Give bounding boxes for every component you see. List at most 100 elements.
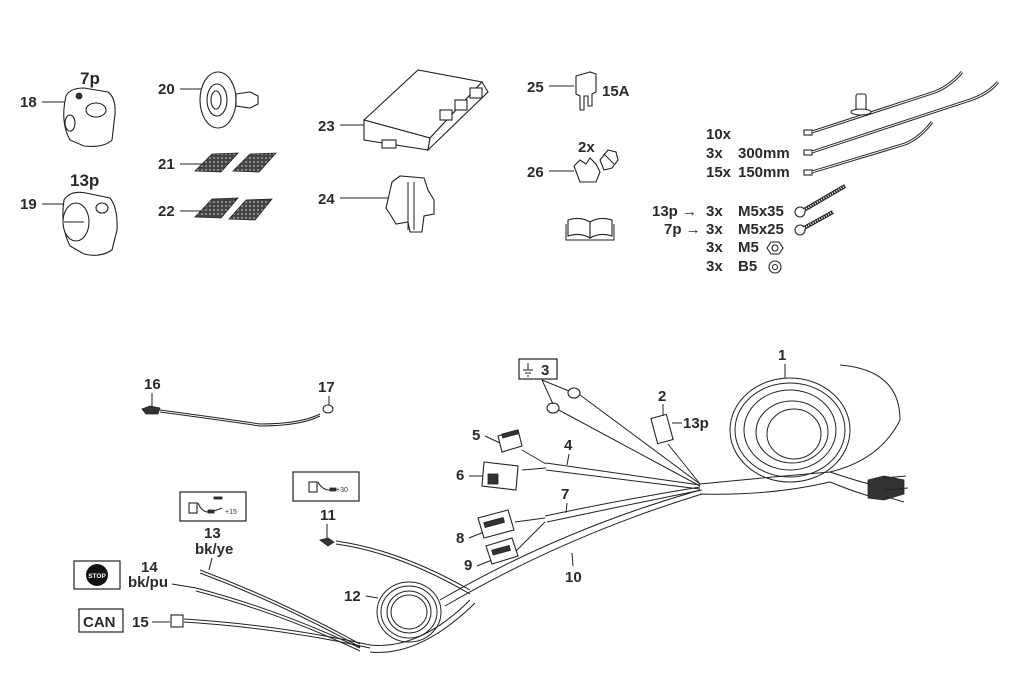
plus30-legend: +30 — [336, 487, 348, 494]
leader-12 — [365, 595, 379, 599]
part-number-22: 22 — [158, 203, 175, 220]
fuse-rating: 15A — [602, 83, 630, 100]
hw-spec: M5 — [738, 239, 759, 256]
leader-14 — [171, 583, 197, 589]
plus30-wire: +30 11 — [292, 471, 471, 595]
fuse: 25 15A — [527, 71, 630, 111]
cable-end-pins — [867, 475, 909, 503]
part-number-23: 23 — [318, 118, 335, 135]
stop-badge-text: STOP — [88, 573, 106, 580]
hw-qty: 3x — [706, 145, 723, 162]
clip-coil-line — [603, 153, 615, 165]
can-badge-text: CAN — [83, 614, 116, 631]
hw-prefix: 7p → — [664, 221, 701, 238]
gasket-center — [210, 90, 222, 110]
part-number-26: 26 — [527, 164, 544, 181]
part-number-13: 13 — [204, 525, 221, 542]
connector-9: 9 — [464, 537, 519, 574]
socket-7p-body — [63, 87, 116, 147]
part-number-11: 11 — [320, 507, 336, 524]
hw-prefix: 13p → — [652, 203, 697, 220]
clips: 2x 26 — [527, 139, 619, 183]
hw-qty: 15x — [706, 164, 732, 181]
socket-7p-lid — [85, 102, 107, 118]
stop-icon — [86, 564, 108, 586]
can-wire: CAN 15 — [78, 599, 476, 653]
connector-8: 8 — [456, 509, 515, 547]
pad-21-a — [194, 152, 239, 173]
hw-spec: 150mm — [738, 164, 790, 181]
key-icon — [213, 496, 223, 500]
part-number-7: 7 — [561, 486, 569, 503]
bracket-body — [385, 175, 435, 233]
part-number-9: 9 — [464, 557, 472, 574]
leader-13 — [208, 557, 213, 571]
can-badge-box — [78, 608, 124, 633]
hw-spec: 300mm — [738, 145, 790, 162]
main-harness: 10 7 4 3 2 1 — [439, 347, 909, 607]
socket-7p: 7p 18 — [20, 69, 116, 147]
nut-icon — [766, 241, 784, 255]
part-number-4: 4 — [564, 437, 573, 454]
part-number-18: 18 — [20, 94, 37, 111]
wire-color-bk-pu: bk/pu — [128, 574, 168, 591]
part-number-15: 15 — [132, 614, 149, 631]
battery-icon — [308, 481, 318, 493]
part-number-5: 5 — [472, 427, 480, 444]
leader-3b — [541, 379, 554, 405]
connector-6: 6 — [456, 461, 519, 491]
hw-qty: 3x — [706, 221, 723, 238]
hardware-row-washer-b5: 3x B5 — [706, 258, 757, 275]
hardware-row-cable-ties-300: 3x 300mm — [706, 145, 790, 162]
pad-21-b — [232, 152, 277, 173]
book-icon — [565, 217, 615, 241]
hardware-row-screw-m5x35: 13p → 3x M5x35 — [652, 203, 784, 220]
leader-3a — [541, 379, 570, 392]
socket-7p-screw — [75, 92, 83, 100]
socket-7p-label: 7p — [80, 69, 100, 88]
part-number-19: 19 — [20, 196, 37, 213]
part-number-21: 21 — [158, 156, 175, 173]
washer-icon — [768, 260, 782, 274]
leader-10 — [571, 552, 574, 567]
cable-coil: 12 — [344, 581, 442, 643]
clip-body — [573, 157, 601, 183]
part-number-2: 2 — [658, 388, 666, 405]
pad-22-b — [228, 198, 273, 221]
plus30-legend-box — [292, 471, 360, 502]
gasket-nozzle — [235, 91, 259, 109]
connector-13p — [650, 413, 674, 445]
hardware-row-cable-ties-150: 15x 150mm — [706, 164, 790, 181]
socket-13p-lid — [95, 202, 109, 214]
part-number-25: 25 — [527, 79, 544, 96]
part-number-1: 1 — [778, 347, 786, 364]
module-bracket: 24 — [318, 175, 435, 233]
hw-qty: 3x — [706, 258, 723, 275]
ground-icon — [523, 363, 533, 377]
leader-7 — [565, 502, 568, 514]
fuse-body — [575, 71, 597, 111]
module-plug-1 — [439, 109, 453, 121]
control-module: 23 — [318, 69, 489, 152]
part-number-24: 24 — [318, 191, 335, 208]
hardware-row-screw-m5x25: 7p → 3x M5x25 — [664, 221, 784, 238]
hardware-row-cable-ties-10x: 10x — [706, 126, 732, 143]
connector-13p-label: 13p — [683, 415, 709, 432]
plus15-legend: +15 — [225, 509, 237, 516]
hw-qty: 10x — [706, 126, 732, 143]
hw-spec: M5x25 — [738, 221, 784, 238]
part-number-14: 14 — [141, 559, 158, 576]
part-number-6: 6 — [456, 467, 464, 484]
ground-lead: 16 17 — [141, 376, 335, 427]
module-clip — [381, 139, 397, 149]
module-plug-2 — [454, 99, 468, 111]
connector-5: 5 — [472, 427, 523, 453]
adhesive-pads: 21 22 — [158, 152, 277, 221]
leader-9 — [476, 559, 493, 567]
socket-13p-label: 13p — [70, 171, 99, 190]
module-plug-3 — [469, 87, 483, 99]
part-number-12: 12 — [344, 588, 361, 605]
part-number-17: 17 — [318, 379, 335, 396]
hw-spec: B5 — [738, 258, 757, 275]
